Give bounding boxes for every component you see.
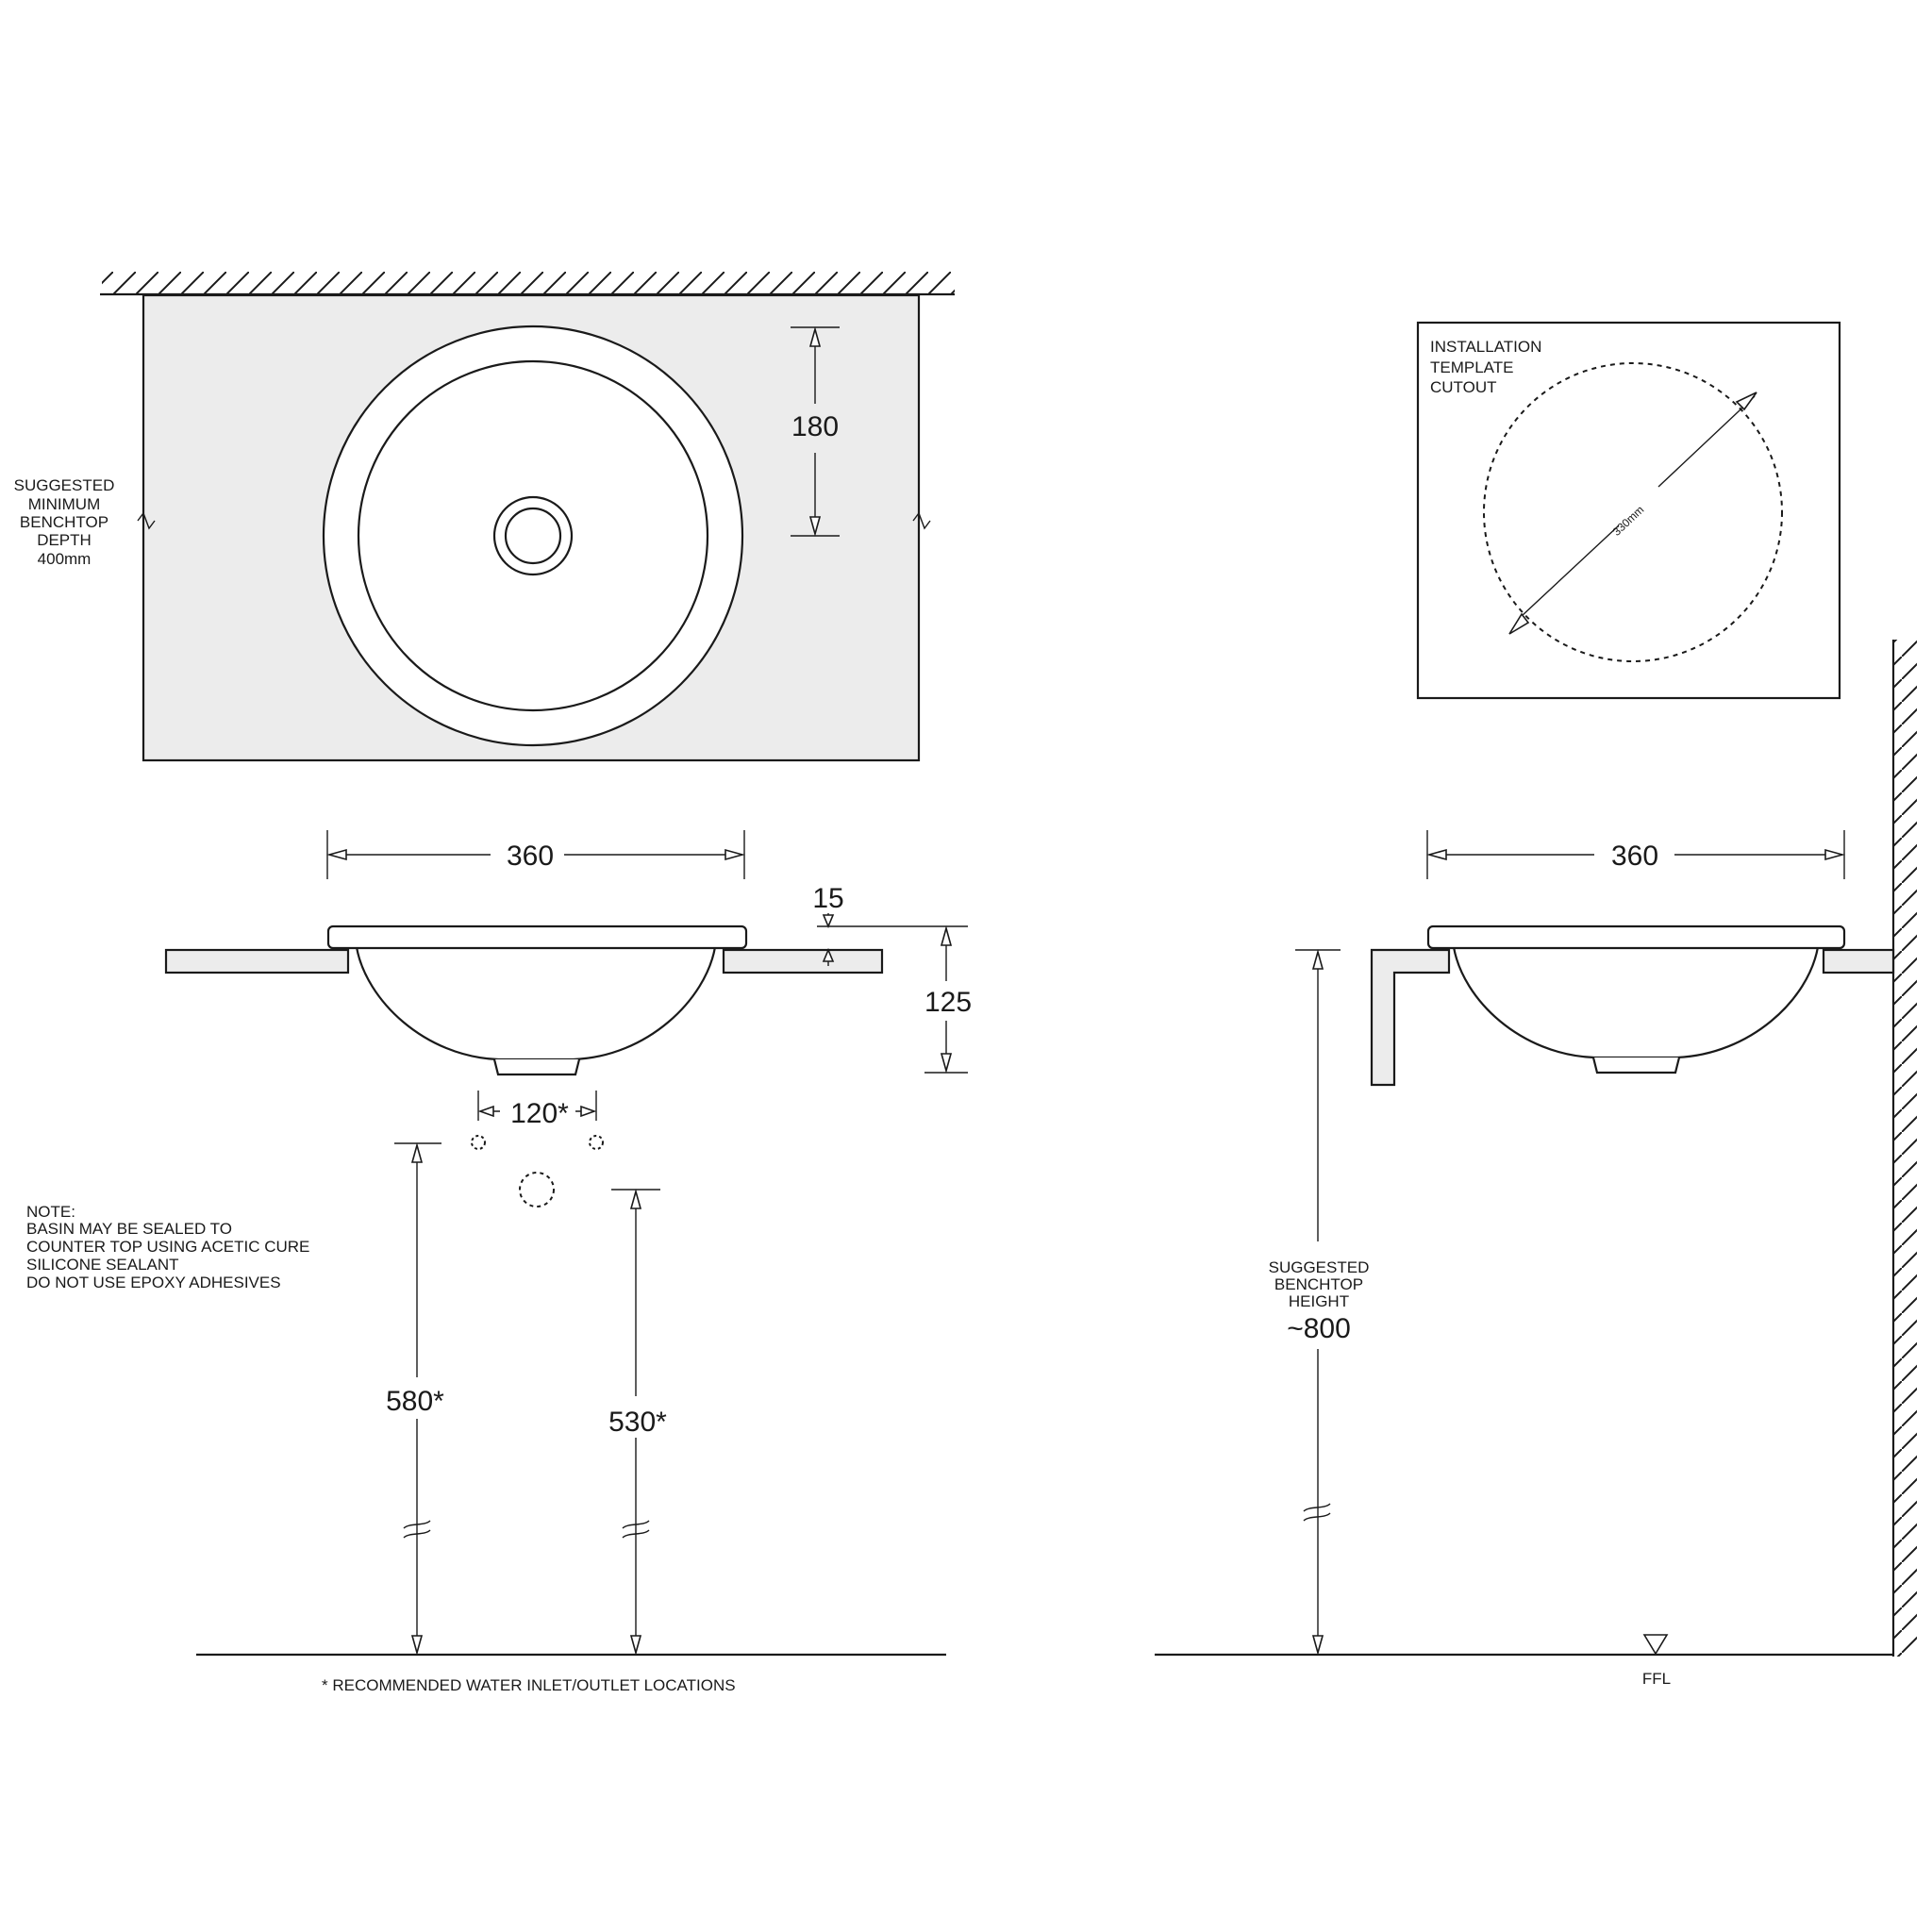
template-arrow-top (1735, 391, 1757, 411)
side-dim-360-arrow-right (1824, 848, 1845, 861)
height-value: ~800 (1287, 1313, 1351, 1344)
front-dim-120-arrow-right (580, 1105, 597, 1118)
template-diameter-line-b (1657, 395, 1756, 488)
side-basin-bowl (1452, 946, 1820, 1059)
side-basin-waste (1591, 1057, 1681, 1074)
front-dim-580-break (403, 1520, 431, 1539)
benchtop-depth-note: SUGGESTED MINIMUM BENCHTOP DEPTH 400mm (14, 476, 115, 568)
template-title-1: INSTALLATION (1430, 338, 1541, 356)
front-dim-125-arrow-top (940, 925, 953, 946)
side-counter-wall (1822, 948, 1895, 974)
front-dim-530-break (622, 1520, 650, 1539)
side-dim-360-label: 360 (1611, 841, 1658, 872)
ffl-label: FFL (1642, 1670, 1671, 1688)
front-dim-120-arrow-left (477, 1105, 494, 1118)
side-dim-height-arrow-bottom (1311, 1635, 1324, 1656)
plan-wall-hatch (102, 272, 955, 294)
front-basin-bowl (355, 946, 717, 1061)
front-dim-360-arrow-right (724, 848, 745, 861)
front-counter-left (164, 948, 350, 974)
depth-line-3: BENCHTOP (20, 513, 108, 531)
dim-180-arrow-top (808, 326, 822, 347)
front-dim-125-arrow-bottom (940, 1053, 953, 1074)
front-counter-right (722, 948, 884, 974)
front-dim-15-arrow-top (822, 914, 835, 929)
side-elevation: 360 SUGGESTED BENCHTOP HEIGHT ~800 FFL (1155, 640, 1917, 1688)
front-dim-360-arrow-left (326, 848, 347, 861)
front-dim-530-arrow-bottom (629, 1635, 642, 1656)
height-label-1: SUGGESTED (1269, 1258, 1370, 1276)
template-cutout-circle (1483, 362, 1783, 662)
height-label-2: BENCHTOP (1274, 1275, 1363, 1293)
inlet-marker-left (471, 1135, 486, 1150)
front-dim-530-label: 530* (608, 1407, 667, 1438)
side-counter-bracket (1370, 948, 1451, 1087)
front-dim-580-label: 580* (386, 1386, 444, 1417)
front-dim-120-label: 120* (510, 1098, 569, 1129)
template-diameter-line-a (1521, 525, 1620, 617)
front-basin-waste (492, 1058, 581, 1076)
plan-view: 180 SUGGESTED MINIMUM BENCHTOP DEPTH 400… (14, 272, 955, 762)
note-line-3: COUNTER TOP USING ACETIC CURE (26, 1238, 309, 1256)
side-basin-rim (1426, 924, 1846, 950)
front-dim-530-arrow-top (629, 1189, 642, 1209)
outlet-marker (519, 1172, 555, 1208)
depth-line-4: DEPTH (37, 531, 92, 549)
front-elevation: 360 15 125 120* (26, 830, 972, 1694)
note-line-4: SILICONE SEALANT (26, 1256, 179, 1274)
front-dim-360-label: 360 (507, 841, 554, 872)
plan-break-right (912, 511, 931, 530)
note-line-1: NOTE: (26, 1203, 75, 1221)
depth-line-2: MINIMUM (28, 495, 100, 513)
front-dim-580-arrow-top (410, 1142, 424, 1163)
side-wall-hatch (1894, 640, 1917, 1657)
template-title-3: CUTOUT (1430, 378, 1497, 396)
height-label-3: HEIGHT (1289, 1292, 1349, 1310)
installation-template: INSTALLATION TEMPLATE CUTOUT 330mm (1416, 321, 1841, 700)
front-basin-rim (326, 924, 748, 950)
drain-inner (504, 507, 562, 565)
depth-line-5: 400mm (38, 550, 92, 568)
note-line-5: DO NOT USE EPOXY ADHESIVES (26, 1274, 281, 1291)
dim-180-label: 180 (791, 411, 839, 442)
side-dim-height-arrow-top (1311, 949, 1324, 970)
dim-180-arrow-bottom (808, 516, 822, 537)
front-dim-125-label: 125 (924, 987, 972, 1018)
side-dim-360-arrow-left (1426, 848, 1447, 861)
template-arrow-bottom (1508, 612, 1530, 635)
front-dim-580-arrow-bottom (410, 1635, 424, 1656)
template-title-2: TEMPLATE (1430, 358, 1513, 376)
inlet-outlet-footnote: * RECOMMENDED WATER INLET/OUTLET LOCATIO… (322, 1676, 736, 1694)
ffl-marker-icon (1642, 1634, 1669, 1656)
template-frame (1416, 321, 1841, 700)
note-line-2: BASIN MAY BE SEALED TO (26, 1220, 232, 1238)
plan-break-left (137, 511, 156, 530)
depth-line-1: SUGGESTED (14, 476, 115, 494)
sealant-note: NOTE: BASIN MAY BE SEALED TO COUNTER TOP… (26, 1203, 309, 1291)
front-dim-15-arrow-bottom (822, 947, 835, 962)
side-dim-height-break (1303, 1503, 1331, 1522)
inlet-marker-right (589, 1135, 604, 1150)
front-dim-15-label: 15 (812, 883, 843, 914)
